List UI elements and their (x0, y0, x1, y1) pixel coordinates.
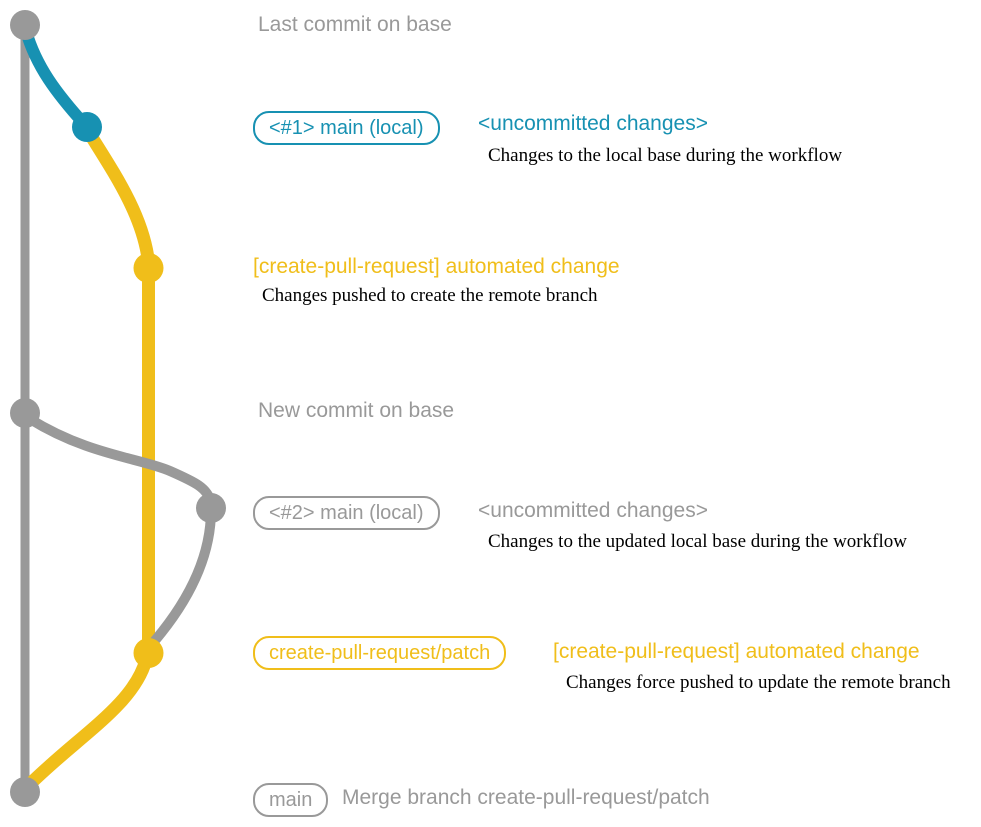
commit-graph (10, 10, 226, 807)
label-last-commit-on-base: Last commit on base (258, 13, 452, 36)
local-main-branch-curve (20, 25, 92, 132)
note-pushed-create-remote-branch: Changes pushed to create the remote bran… (262, 285, 598, 306)
force-push-curve (147, 505, 216, 649)
label-uncommitted-changes-2: <uncommitted changes> (478, 499, 708, 522)
commit-dot-last-base (10, 10, 40, 40)
note-force-pushed-update-remote-branch: Changes force pushed to update the remot… (566, 672, 951, 693)
label-automated-change-1: [create-pull-request] automated change (253, 255, 620, 278)
badge-create-pull-request-patch: create-pull-request/patch (253, 636, 507, 670)
label-new-commit-on-base: New commit on base (258, 399, 455, 422)
note-local-base-changes: Changes to the local base during the wor… (488, 145, 843, 166)
label-automated-change-2: [create-pull-request] automated change (553, 640, 920, 663)
label-merge-branch: Merge branch create-pull-request/patch (342, 786, 710, 809)
updated-local-main-curve (25, 414, 216, 508)
commit-dot-new-base (10, 398, 40, 428)
commit-dot-automated-change-1 (133, 253, 164, 283)
commit-dot-local-main-1 (72, 112, 102, 142)
badge-main-local-2: <#2> main (local) (253, 496, 440, 530)
commit-dot-automated-change-2 (133, 638, 164, 668)
patch-branch-line (81, 124, 155, 659)
patch-merge-curve (20, 653, 153, 794)
note-updated-local-base-changes: Changes to the updated local base during… (488, 531, 907, 552)
label-uncommitted-changes-1: <uncommitted changes> (478, 112, 708, 135)
badge-main-local-1: <#1> main (local) (253, 111, 440, 145)
commit-dot-local-main-2 (196, 493, 226, 523)
badge-main: main (253, 783, 329, 817)
commit-dot-merge (10, 777, 40, 807)
